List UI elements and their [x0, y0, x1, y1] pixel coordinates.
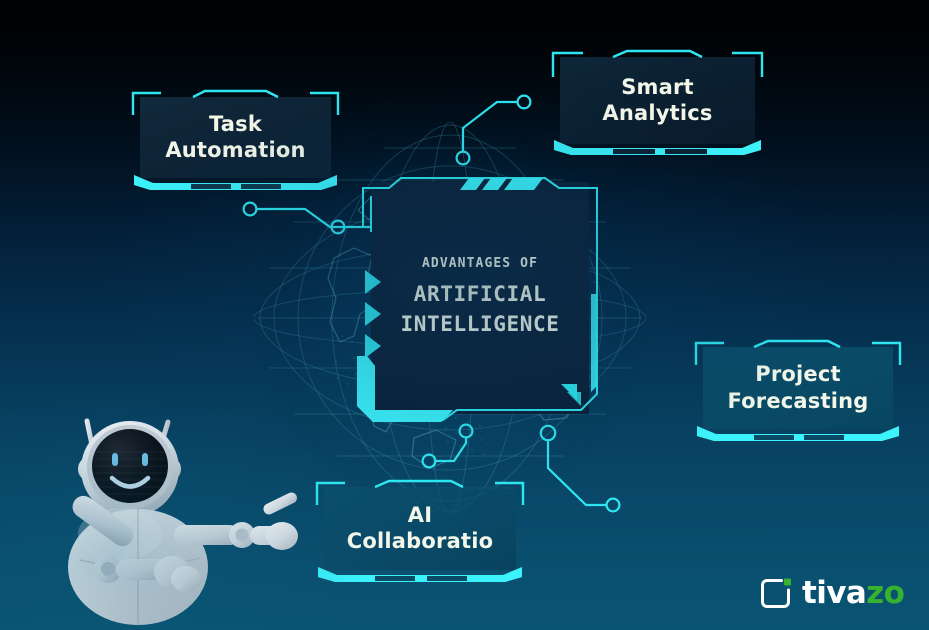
card-frame — [694, 339, 902, 441]
tivazo-wordmark: tivazo — [802, 574, 905, 611]
ai-robot-mascot — [68, 418, 298, 625]
card-label-line2: Forecasting — [727, 388, 869, 413]
card-task-automation[interactable]: Task Automation — [131, 89, 340, 191]
card-frame — [131, 89, 340, 190]
card-label-line2: Automation — [165, 138, 306, 162]
card-label: Project Forecasting — [694, 339, 902, 442]
center-panel: ADVANTAGES OF ARTIFICIAL INTELLIGENCE — [345, 170, 615, 430]
card-label-line2: Collaboratio — [346, 529, 494, 553]
card-background — [324, 487, 516, 570]
card-project-forecasting[interactable]: Project Forecasting — [694, 339, 902, 442]
card-label-line1: Smart — [621, 74, 694, 99]
card-label: Task Automation — [131, 89, 340, 191]
card-background — [560, 57, 755, 144]
card-label-line1: Task — [208, 111, 263, 136]
card-smart-analytics[interactable]: Smart Analytics — [551, 49, 764, 157]
card-label-line1: Project — [755, 362, 841, 387]
card-background — [703, 347, 893, 429]
center-text-block: ADVANTAGES OF ARTIFICIAL INTELLIGENCE — [371, 182, 589, 414]
center-kicker: ADVANTAGES OF — [421, 256, 539, 272]
card-ai-collaboration[interactable]: AI Collaboratio — [315, 479, 525, 583]
tivazo-logo[interactable]: tivazo — [760, 572, 910, 614]
card-background — [140, 97, 331, 178]
center-title-line1: ARTIFICIAL — [413, 282, 547, 307]
tivazo-mark-icon — [760, 578, 791, 609]
logo-word-accent: zo — [866, 574, 905, 611]
card-frame — [551, 49, 764, 155]
center-title-line2: INTELLIGENCE — [400, 312, 560, 337]
card-frame — [315, 479, 525, 582]
card-label-line2: Analytics — [602, 101, 713, 125]
card-label: AI Collaboratio — [315, 479, 525, 583]
center-panel-background — [371, 182, 589, 414]
card-label-line1: AI — [407, 502, 433, 527]
center-panel-frame — [357, 177, 598, 422]
logo-word-primary: tiva — [802, 574, 867, 611]
card-label: Smart Analytics — [551, 49, 764, 157]
